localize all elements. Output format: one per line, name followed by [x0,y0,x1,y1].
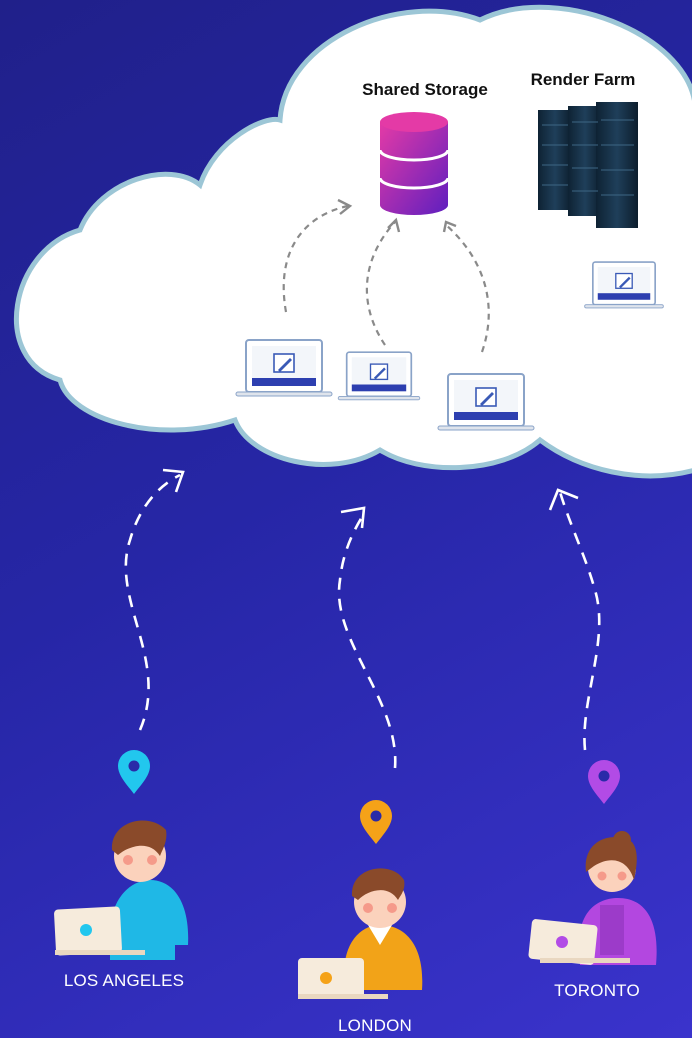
cloud-laptop-icon [235,339,333,397]
location-pin-icon [118,750,150,794]
location-label-los-angeles: LOS ANGELES [63,971,185,990]
person-toronto [528,831,657,965]
cloud-laptop-icon [437,373,535,431]
location-pin-icon [360,800,392,844]
location-label-toronto: TORONTO [554,981,640,1000]
server-rack-icon [538,102,638,228]
person-london [298,868,423,999]
connection-arrows [124,473,601,769]
person-los-angeles [54,820,189,960]
upload-arrows [282,204,490,353]
location-pin-icon [588,760,620,804]
location-label-london: LONDON [338,1016,412,1035]
connection-arrowheads [162,468,579,529]
cloud-laptop-icon [337,351,421,401]
cloud-laptop-icon [583,261,665,309]
render-farm-label: Render Farm [530,70,636,89]
database-icon [378,112,450,215]
upload-arrowheads [337,198,457,233]
shared-storage-label: Shared Storage [362,80,488,99]
cloud-shape [14,4,692,479]
